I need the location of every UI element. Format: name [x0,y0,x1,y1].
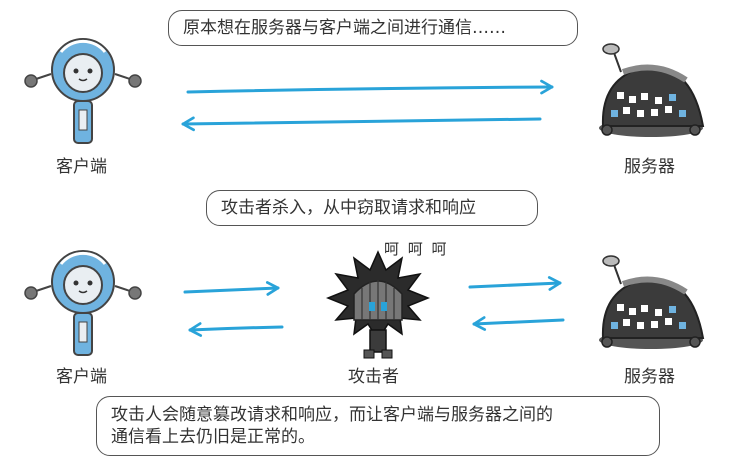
caption-line-2: 通信看上去仍旧是正常的。 [111,427,315,447]
top-bubble-text: 原本想在服务器与客户端之间进行通信…… [183,18,506,38]
client-to-attacker-arrow [183,281,280,296]
client-robot-icon [24,38,142,144]
middle-speech-bubble: 攻击者杀入，从中窃取请求和响应 [206,190,538,226]
attacker-laugh: 呵 呵 呵 [384,240,449,258]
client-label-2: 客户端 [56,367,107,387]
response-arrow [181,116,542,132]
server-to-attacker-arrow [472,316,565,331]
server-robot-icon [599,43,705,137]
request-arrow [186,79,554,95]
client-robot-icon-2 [24,250,142,356]
server-label-2: 服务器 [624,367,675,387]
server-label: 服务器 [624,157,675,177]
attacker-label: 攻击者 [348,367,399,387]
caption-box: 攻击人会随意篡改请求和响应，而让客户端与服务器之间的 通信看上去仍旧是正常的。 [96,396,660,456]
attacker-icon [325,250,431,359]
server-robot-icon-2 [599,255,705,349]
middle-bubble-text: 攻击者杀入，从中窃取请求和响应 [221,198,476,218]
top-speech-bubble: 原本想在服务器与客户端之间进行通信…… [168,10,578,46]
attacker-to-client-arrow [188,322,284,337]
attacker-to-server-arrow [468,276,562,291]
client-label: 客户端 [56,157,107,177]
caption-line-1: 攻击人会随意篡改请求和响应，而让客户端与服务器之间的 [111,405,553,425]
